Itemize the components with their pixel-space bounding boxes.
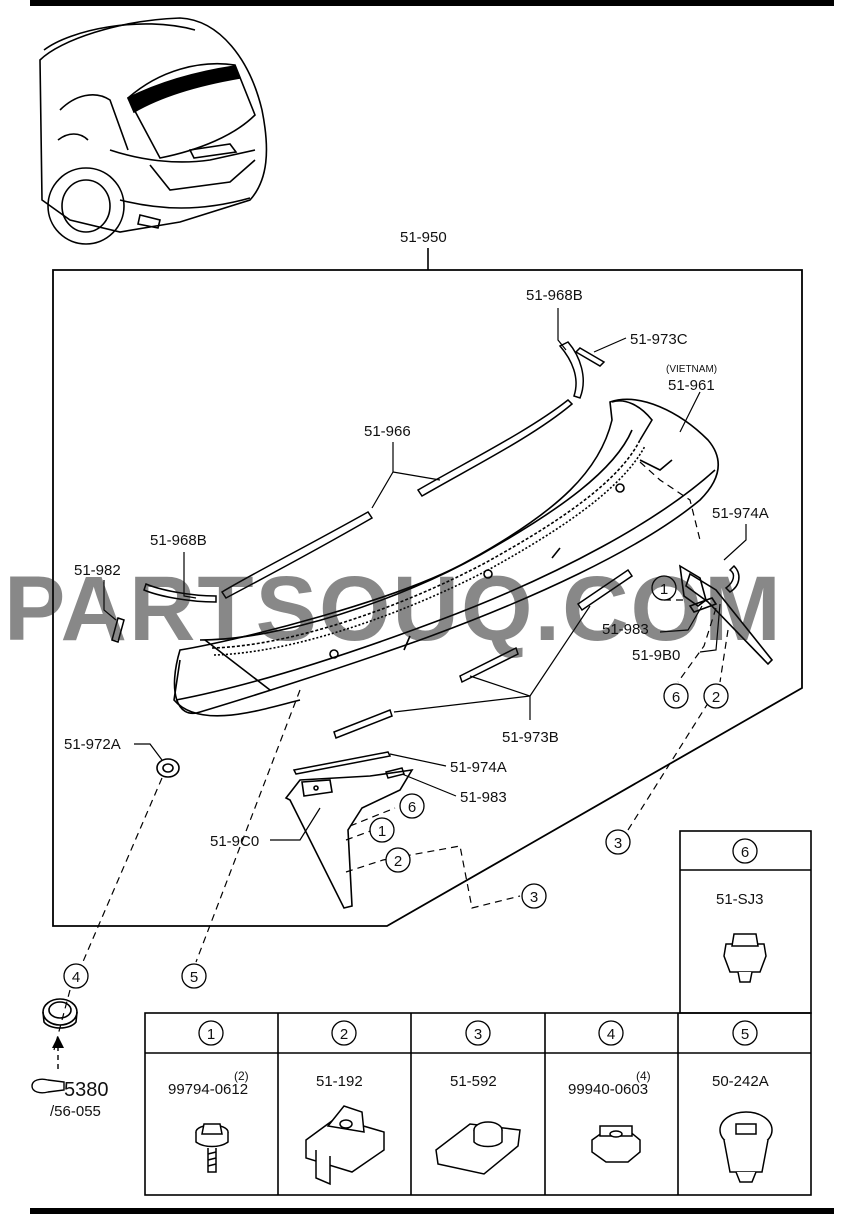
callout-1-lower-text: 1 xyxy=(378,823,386,840)
pointing-hand-icon xyxy=(31,1078,65,1094)
strip-973b-3 xyxy=(576,568,634,612)
part-labels: 51-968B 51-973C (VIETNAM) 51-961 51-966 … xyxy=(64,287,769,850)
label-51-9c0: 51-9C0 xyxy=(210,833,259,850)
callout-3-lower-text: 3 xyxy=(530,889,538,906)
strip-974a-lower xyxy=(292,751,392,775)
label-51-983-lower: 51-983 xyxy=(460,789,507,806)
legend-part-1[interactable]: 99794-0612 xyxy=(168,1081,248,1098)
clip-51-192-icon xyxy=(305,1105,385,1186)
legend-qty-1: (2) xyxy=(234,1069,249,1083)
reference-arrow xyxy=(31,1036,65,1094)
strip-973b-1 xyxy=(459,646,519,684)
strip-968b-left xyxy=(143,582,217,603)
label-51-968b-top: 51-968B xyxy=(526,287,583,304)
strip-973b-2 xyxy=(333,709,393,739)
label-51-9b0: 51-9B0 xyxy=(632,647,680,664)
label-51-982: 51-982 xyxy=(74,562,121,579)
legend-header-4: 4 xyxy=(607,1026,615,1043)
strip-974a-right xyxy=(724,564,740,593)
legend-top-header: 6 xyxy=(741,844,749,861)
top-rule xyxy=(30,0,834,6)
grommet-part xyxy=(42,998,78,1029)
callout-6-lower-text: 6 xyxy=(408,799,416,816)
label-51-983-right: 51-983 xyxy=(602,621,649,638)
strip-982 xyxy=(111,617,125,643)
legend-part-5[interactable]: 50-242A xyxy=(712,1073,769,1090)
legend-header-3: 3 xyxy=(474,1026,482,1043)
label-51-974a-lower: 51-974A xyxy=(450,759,507,776)
strip-966 xyxy=(220,511,374,599)
nut-99940-icon xyxy=(591,1125,641,1163)
label-51-973b: 51-973B xyxy=(502,729,559,746)
legend-header-circles xyxy=(198,838,758,1046)
nut-51-592-icon xyxy=(435,1121,521,1175)
watermark: PARTSOUQ.COM xyxy=(4,558,783,660)
callout-2-right xyxy=(703,683,729,709)
strip-973c xyxy=(574,347,606,367)
callout-1-right-text: 1 xyxy=(660,581,668,598)
dashed-lines xyxy=(53,461,729,1051)
legend-part-3[interactable]: 51-592 xyxy=(450,1073,497,1090)
callout-5 xyxy=(181,963,207,989)
callout-3-lower xyxy=(521,883,547,909)
callout-4-text: 4 xyxy=(72,969,80,986)
legend-header-1: 1 xyxy=(207,1026,215,1043)
legend-part-4[interactable]: 99940-0603 xyxy=(568,1081,648,1098)
bracket-9b0 xyxy=(678,564,774,666)
callouts xyxy=(63,575,729,989)
label-51-973c: 51-973C xyxy=(630,331,688,348)
callout-2-right-text: 2 xyxy=(712,689,720,706)
retainer-972a xyxy=(156,758,180,778)
legend-top-part[interactable]: 51-SJ3 xyxy=(716,891,764,908)
label-51-961: 51-961 xyxy=(668,377,715,394)
legend-header-5: 5 xyxy=(741,1026,749,1043)
bottom-rule xyxy=(30,1208,834,1214)
clip-51-sj3-icon xyxy=(723,933,767,983)
label-51-968b-left: 51-968B xyxy=(150,532,207,549)
assembly-label: 51-950 xyxy=(400,229,447,246)
strip-968b-top xyxy=(558,341,584,399)
legend-header-2: 2 xyxy=(340,1026,348,1043)
label-51-961-note: (VIETNAM) xyxy=(666,364,717,375)
vehicle-illustration xyxy=(39,17,268,245)
bolt-99794-icon xyxy=(195,1123,229,1173)
bracket-9c0 xyxy=(284,768,414,909)
callout-6-right-text: 6 xyxy=(672,689,680,706)
leader-lines xyxy=(103,308,747,841)
label-51-974a-right: 51-974A xyxy=(712,505,769,522)
trim-strips xyxy=(111,341,740,779)
label-51-972a: 51-972A xyxy=(64,736,121,753)
callout-numbers: 1 6 2 6 1 2 3 3 4 5 xyxy=(72,581,720,986)
callout-3-right-text: 3 xyxy=(614,835,622,852)
callout-3-right xyxy=(605,829,631,855)
legend-part-2[interactable]: 51-192 xyxy=(316,1073,363,1090)
callout-1-right xyxy=(651,575,677,601)
callout-5-text: 5 xyxy=(190,969,198,986)
legend-qty-4: (4) xyxy=(636,1069,651,1083)
callout-1-lower xyxy=(369,817,395,843)
callout-6-right xyxy=(663,683,689,709)
callout-2-lower-text: 2 xyxy=(394,853,402,870)
assembly-frame xyxy=(52,269,803,927)
callout-4 xyxy=(63,963,89,989)
reference-number[interactable]: 5380 xyxy=(64,1079,109,1101)
legend-table xyxy=(144,830,812,1196)
reference-sub: /56-055 xyxy=(50,1103,101,1120)
spoiler-body xyxy=(173,398,720,717)
strip-983-lower xyxy=(385,767,405,779)
label-51-966: 51-966 xyxy=(364,423,411,440)
callout-2-lower xyxy=(385,847,411,873)
clip-50-242a-icon xyxy=(719,1111,773,1183)
callout-6-lower xyxy=(399,793,425,819)
